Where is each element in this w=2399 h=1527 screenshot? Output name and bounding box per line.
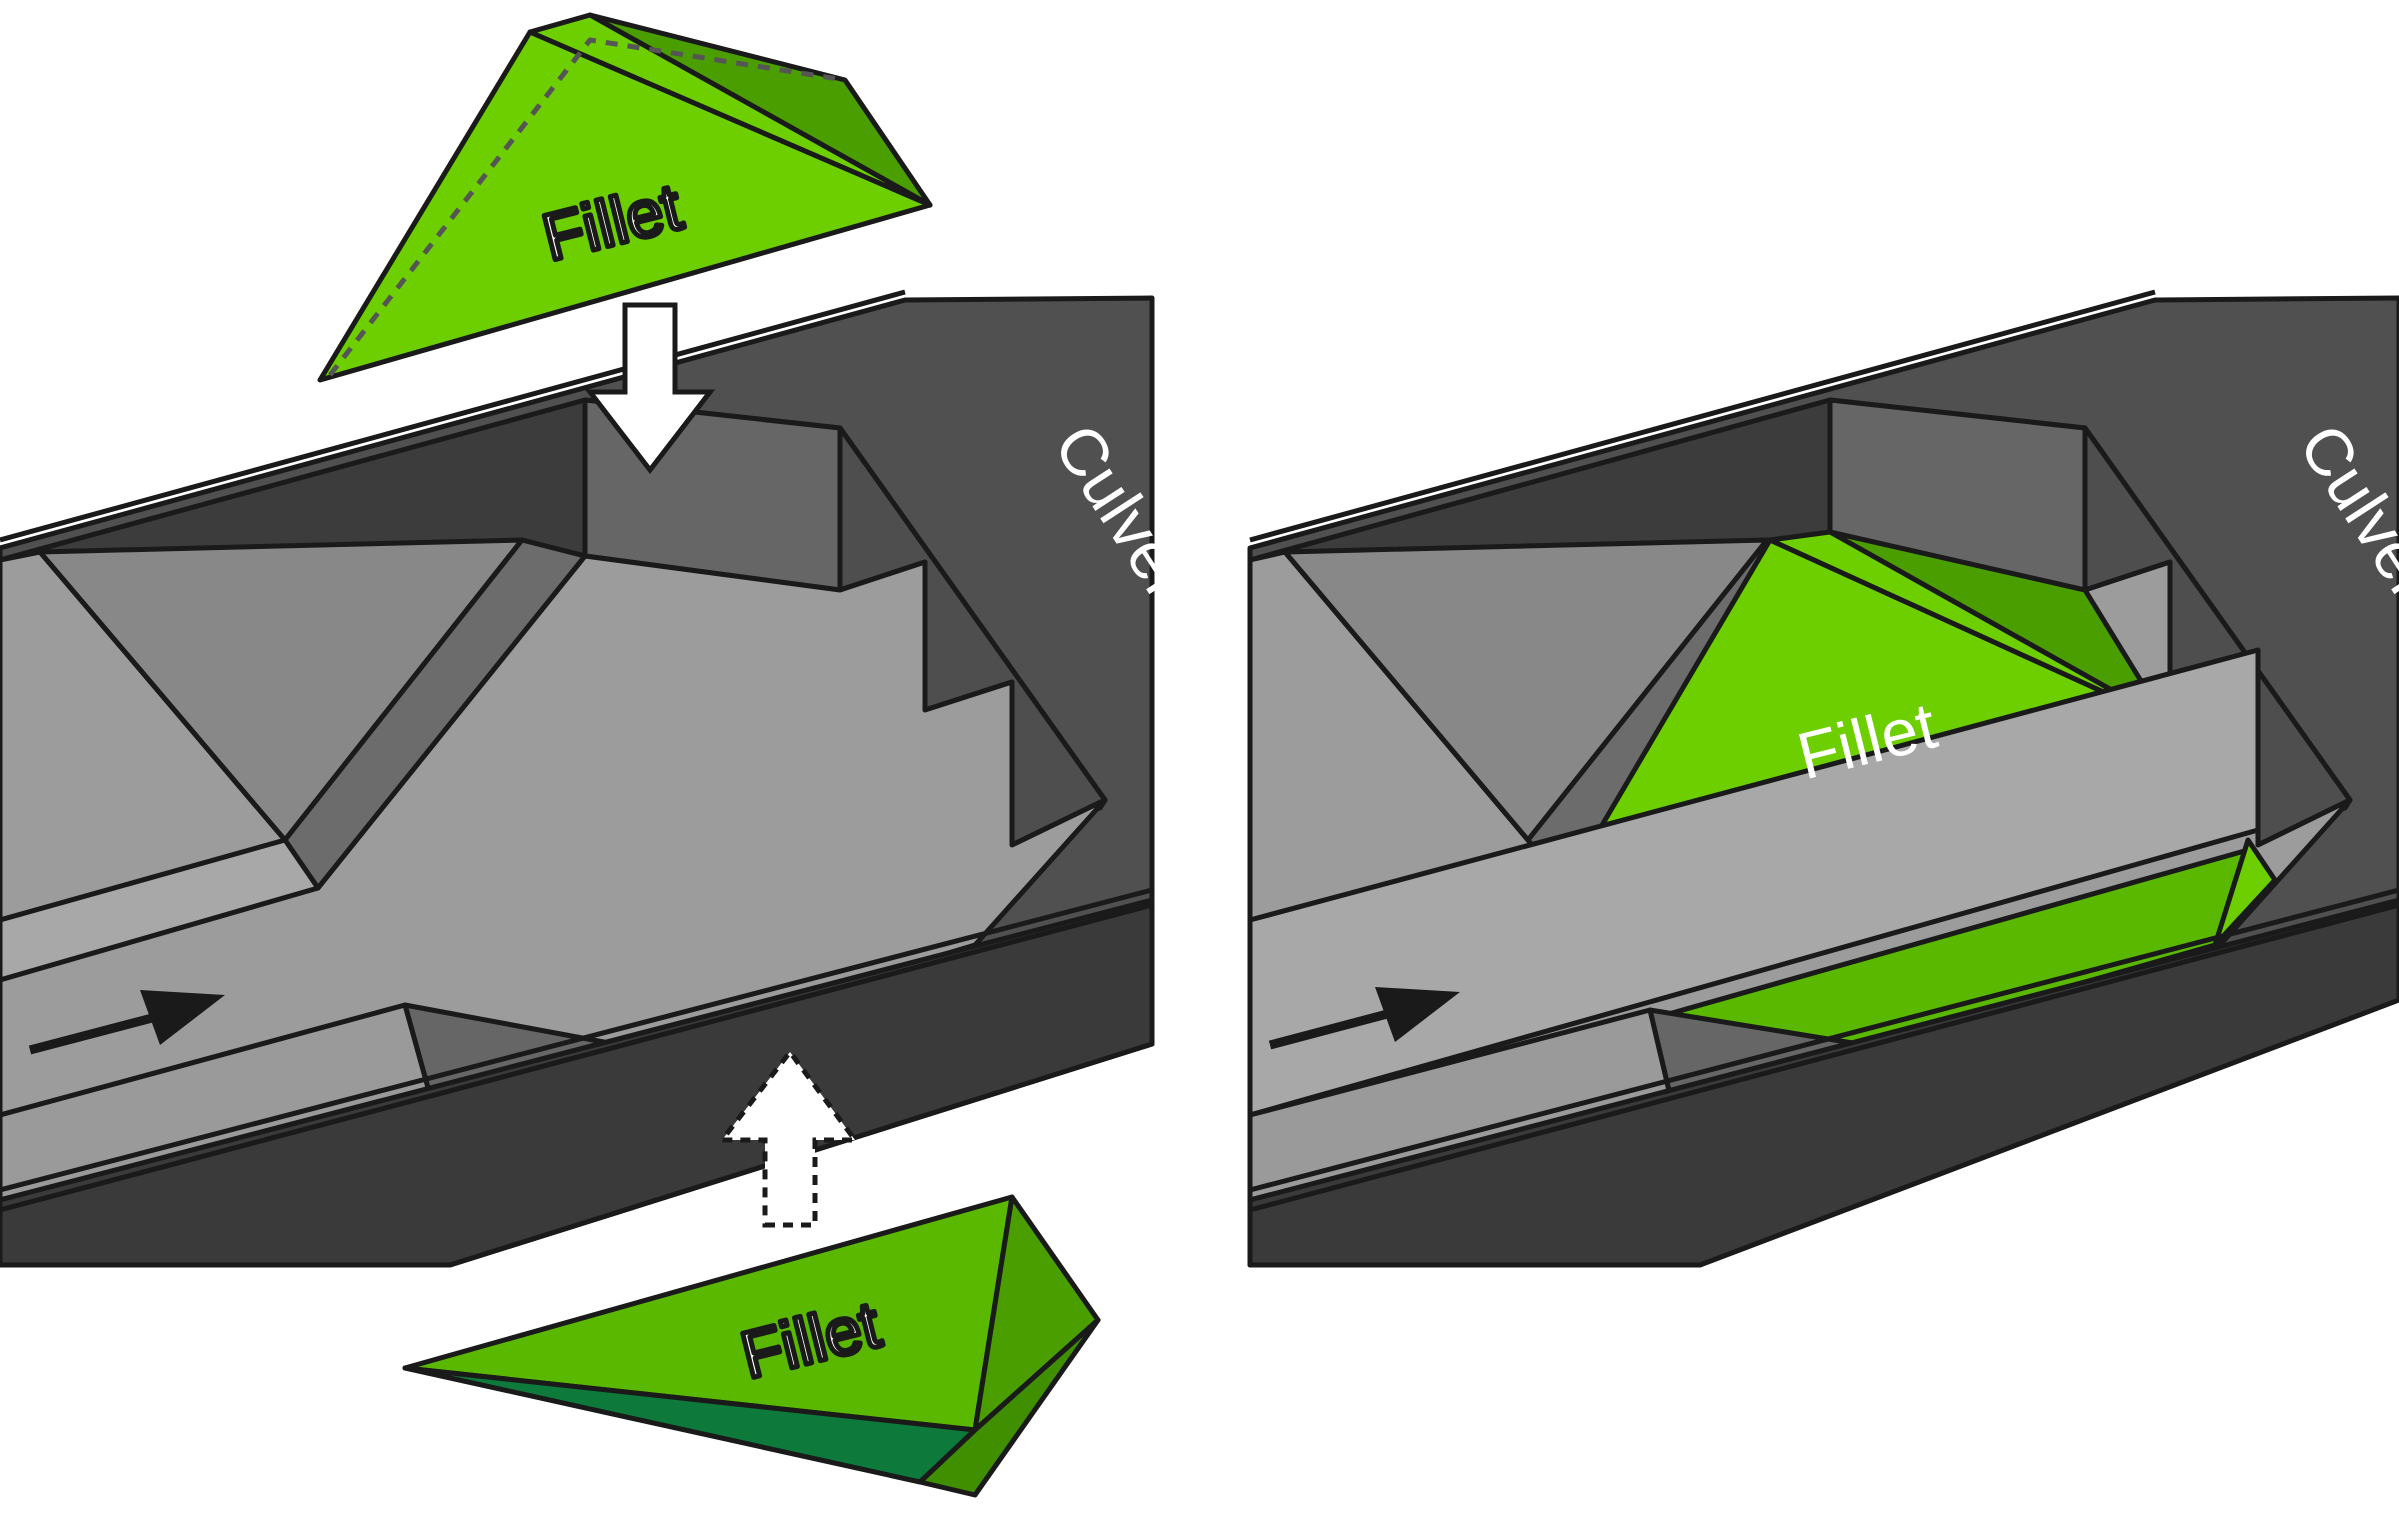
dotted-up-arrow (716, 1047, 860, 1228)
left-channel (0, 837, 321, 983)
right-lower-rim2 (1249, 902, 2399, 1213)
left-panel (0, 289, 1155, 1268)
right-lower-slab (1247, 897, 2399, 1268)
right-panel (1247, 289, 2399, 1268)
fillet-installed-lower-edge (2212, 837, 2278, 948)
fillet-top-hidden-edge (328, 37, 846, 377)
culvert-left-rim (0, 289, 906, 543)
fillet-top-piece: Fillet (317, 12, 933, 383)
left-lower-rim2 (0, 902, 1153, 1213)
left-lower-rim (0, 887, 1153, 1193)
right-channel (1247, 647, 2261, 1118)
fillet-bottom-front (917, 1317, 1101, 1498)
flow-arrow-right (1268, 987, 1460, 1050)
fillet-bottom-piece: Fillet (402, 1194, 1101, 1498)
culvert-right-rim (1249, 289, 2156, 543)
flow-arrow-left (28, 990, 225, 1055)
solid-down-arrow (584, 302, 716, 475)
right-lower-rim (1249, 887, 2399, 1193)
fillet-top-upper (527, 12, 933, 208)
fillet-installed-upper (1767, 529, 2168, 723)
